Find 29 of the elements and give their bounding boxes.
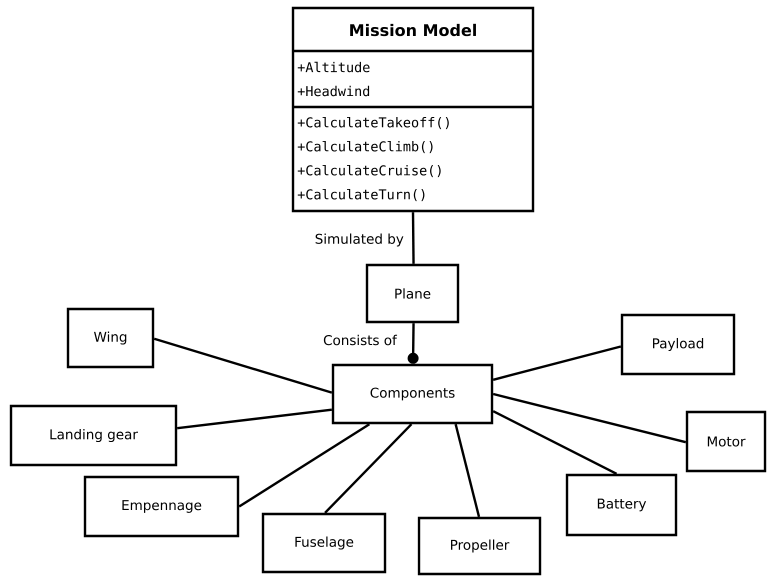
- connector-line: [412, 212, 415, 264]
- component-box: Fuselage: [262, 512, 386, 574]
- component-box: Empennage: [84, 476, 240, 538]
- connector-line: [154, 338, 332, 394]
- connector-line: [492, 345, 622, 381]
- connector-line: [492, 392, 686, 444]
- component-box: Battery: [566, 474, 678, 536]
- connector-line: [324, 423, 412, 514]
- connector-line: [408, 323, 419, 364]
- component-box: Landing gear: [10, 404, 178, 466]
- connector-line: [238, 423, 370, 508]
- component-box: Motor: [686, 410, 766, 472]
- component-box: Wing: [66, 308, 154, 368]
- connector-line: [492, 410, 618, 475]
- component-box: Components: [332, 364, 494, 424]
- attribute-text: +Headwind: [298, 86, 370, 96]
- method-text: +CalculateTurn(): [298, 188, 424, 202]
- class-name: Mission Model: [350, 24, 476, 36]
- edge-label: Consists of: [322, 334, 398, 346]
- method-text: +CalculateTakeoff(): [298, 116, 449, 130]
- component-box: Plane: [366, 264, 460, 324]
- connector-line: [454, 424, 480, 518]
- method-text: +CalculateCruise(): [298, 164, 441, 178]
- edge-label: Simulated by: [314, 232, 405, 248]
- component-box: Payload: [620, 314, 736, 376]
- connector-line: [177, 408, 332, 430]
- method-text: +CalculateClimb(): [298, 140, 433, 154]
- attribute-text: +Altitude: [298, 62, 370, 72]
- component-box: Propeller: [418, 516, 542, 576]
